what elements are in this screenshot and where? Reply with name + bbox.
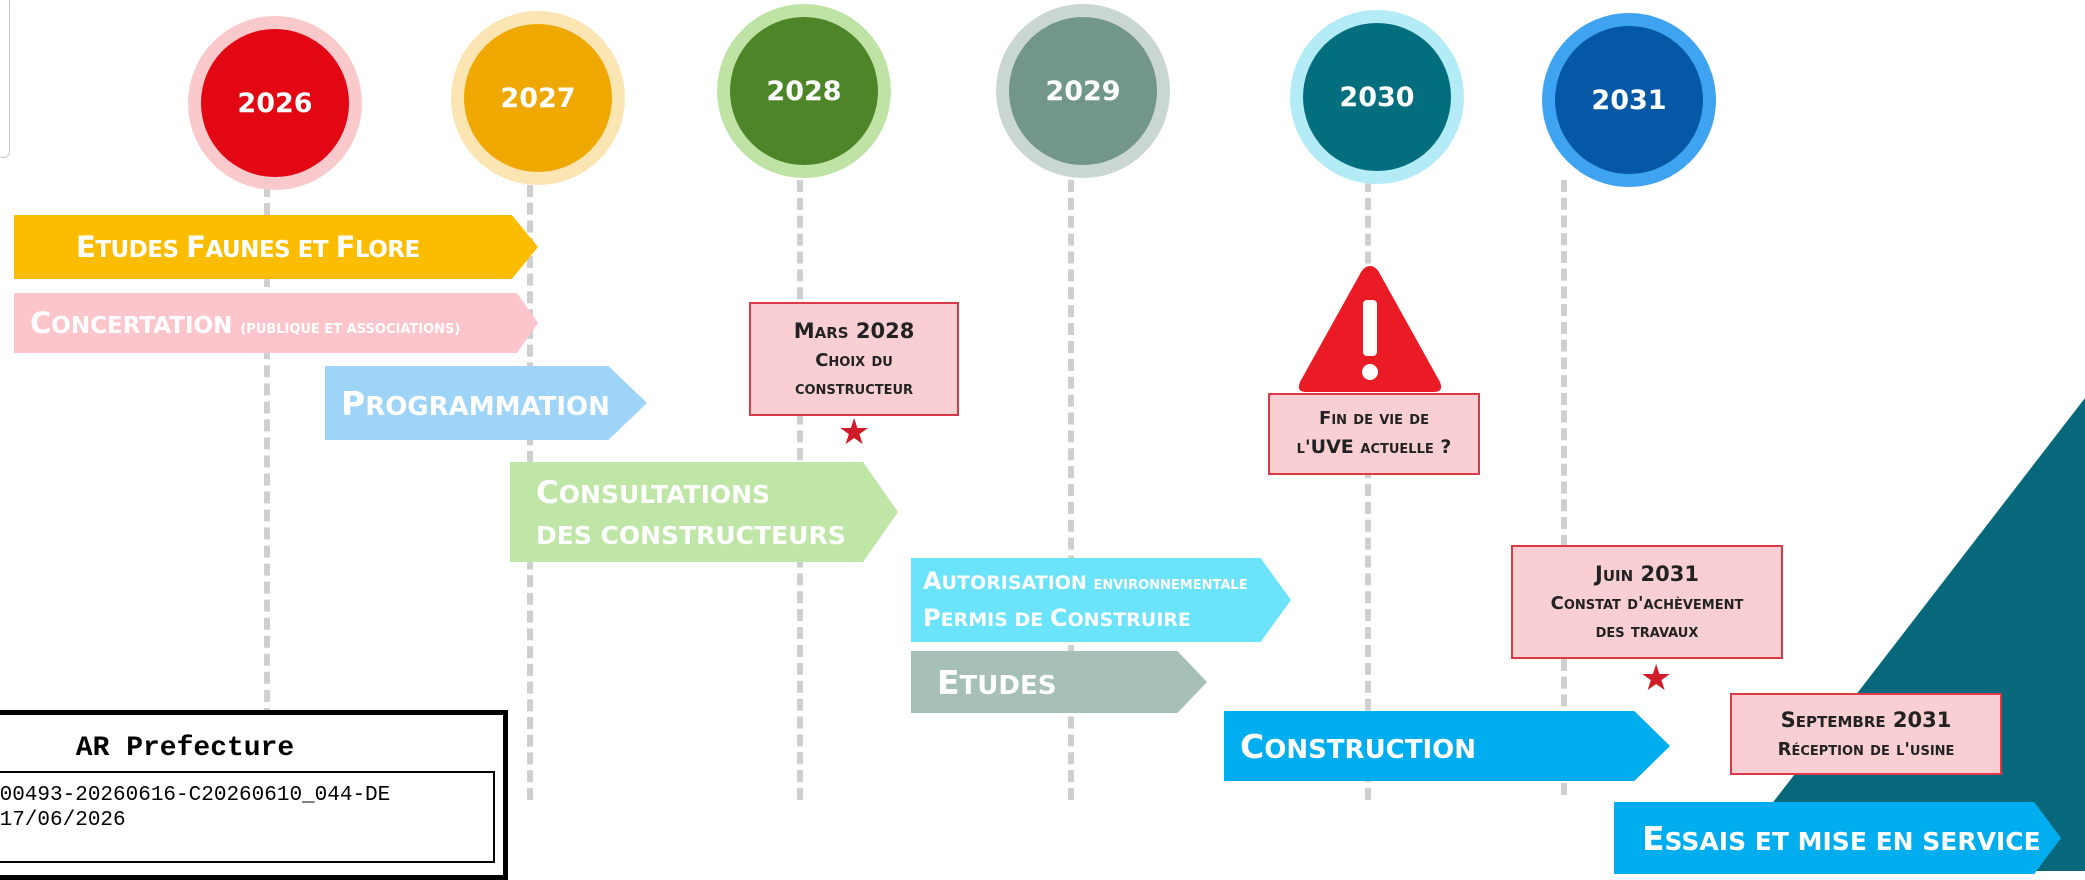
year-label: 2027 — [500, 82, 576, 114]
year-label: 2029 — [1045, 75, 1121, 107]
text: Réception de l'usine — [1777, 739, 1955, 761]
phase-etudes: ETUDES — [911, 651, 1207, 713]
stamp-title: AR Prefecture — [75, 733, 295, 764]
text: LORE — [354, 237, 420, 263]
year-line-2029 — [1068, 180, 1074, 800]
year-line-2030 — [1365, 180, 1371, 800]
stamp-reference: 600493-20260616-C20260610_044-DE — [0, 784, 391, 807]
text: C — [1049, 604, 1068, 632]
text: TUDES — [95, 237, 187, 263]
note-title: Juin 2031 — [1595, 561, 1699, 586]
text: ONSULTATIONS — [558, 479, 771, 509]
note-fin-de-vie: Fin de vie de l'UVE actuelle ? — [1268, 393, 1480, 475]
text: ENVIRONNEMENTALE — [1093, 577, 1248, 593]
phase-concertation: CONCERTATION (PUBLIQUE ET ASSOCIATIONS) — [14, 293, 538, 353]
year-line-2026 — [264, 185, 270, 810]
frame-edge — [0, 0, 10, 158]
text: P — [341, 383, 366, 423]
text: ONSTRUCTION — [1264, 734, 1477, 765]
star-icon: ★ — [1640, 657, 1673, 698]
text: E — [937, 662, 960, 702]
year-label: 2026 — [237, 87, 313, 119]
phase-etudes-faune-flore: ETUDES FAUNES ET FLORE — [14, 215, 538, 279]
text: ONCERTATION — [51, 313, 241, 339]
text: F — [335, 230, 356, 264]
note-title: Septembre 2031 — [1780, 707, 1952, 732]
year-circle-2030: 2030 — [1290, 10, 1464, 184]
year-label: 2031 — [1591, 84, 1667, 116]
text: Fin de vie de — [1319, 408, 1429, 430]
text: ONSTRUIRE — [1067, 609, 1191, 631]
text: constructeur — [794, 378, 914, 400]
phase-autorisation: AUTORISATION ENVIRONNEMENTALE PERMIS DE … — [911, 558, 1291, 642]
text: des travaux — [1595, 621, 1699, 643]
warning-icon — [1298, 266, 1442, 392]
text: C — [536, 474, 559, 511]
text: TUDES — [959, 670, 1057, 701]
note-mars-2028: Mars 2028 Choix du constructeur — [749, 302, 959, 416]
text: C — [1240, 726, 1265, 766]
year-circle-2028: 2028 — [717, 4, 891, 178]
text: SSAIS ET MISE EN SERVICE — [1664, 826, 2041, 856]
text: F — [186, 230, 206, 264]
phase-construction: CONSTRUCTION — [1224, 711, 1670, 781]
year-circle-2029: 2029 — [996, 4, 1170, 178]
text: DES CONSTRUCTEURS — [536, 520, 846, 550]
text: l'UVE actuelle ? — [1296, 436, 1452, 459]
text: UTORISATION — [941, 571, 1094, 594]
phase-consultations: CONSULTATIONS DES CONSTRUCTEURS — [510, 462, 898, 562]
star-icon: ★ — [838, 411, 871, 452]
note-title: Mars 2028 — [793, 318, 915, 343]
text: A — [923, 566, 942, 595]
note-juin-2031: Juin 2031 Constat d'achèvement des trava… — [1511, 545, 1783, 659]
text: ROGRAMMATION — [365, 391, 610, 422]
year-label: 2030 — [1339, 81, 1415, 113]
year-circle-2031: 2031 — [1542, 13, 1716, 187]
phase-programmation: PROGRAMMATION — [325, 366, 647, 440]
phase-essais: ESSAIS ET MISE EN SERVICE — [1614, 802, 2061, 874]
stamp-date: 17/06/2026 — [0, 809, 126, 832]
text: ERMIS DE — [940, 609, 1050, 631]
text: (PUBLIQUE ET ASSOCIATIONS) — [240, 322, 461, 337]
text: E — [76, 230, 96, 264]
year-circle-2026: 2026 — [188, 16, 362, 190]
ar-prefecture-stamp: AR Prefecture 600493-20260616-C20260610_… — [0, 710, 508, 880]
year-circle-2027: 2027 — [451, 11, 625, 185]
text: P — [923, 604, 941, 632]
year-label: 2028 — [766, 75, 842, 107]
note-septembre-2031: Septembre 2031 Réception de l'usine — [1730, 693, 2002, 775]
text: AUNES ET — [205, 237, 336, 263]
text: C — [30, 306, 52, 340]
stamp-inner-box: 600493-20260616-C20260610_044-DE 17/06/2… — [0, 771, 495, 863]
text: Choix du — [815, 350, 893, 372]
year-line-2031 — [1561, 180, 1567, 795]
text: E — [1642, 818, 1665, 858]
text: Constat d'achèvement — [1550, 593, 1744, 615]
